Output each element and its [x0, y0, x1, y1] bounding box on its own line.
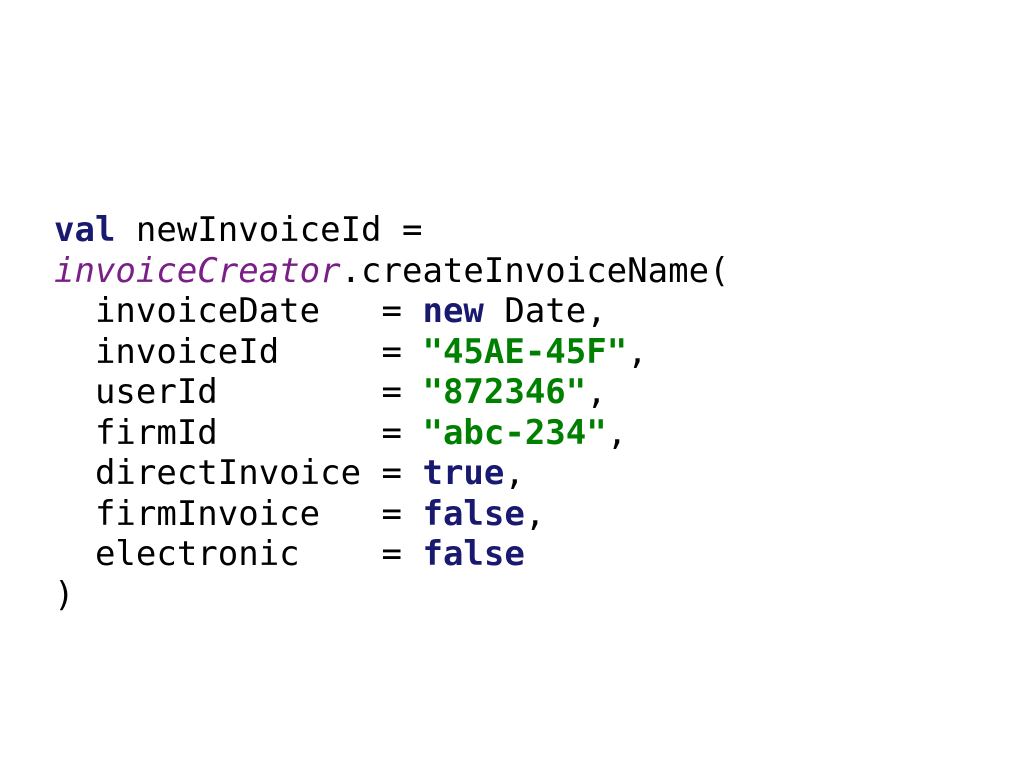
code-token-plain: invoiceId =	[54, 331, 423, 372]
code-line: firmInvoice = false,	[54, 494, 730, 535]
code-line: invoiceCreator.createInvoiceName(	[54, 251, 730, 292]
code-token-plain: )	[54, 574, 75, 615]
code-token-boolean: false	[422, 534, 525, 574]
code-snippet: val newInvoiceId =invoiceCreator.createI…	[54, 210, 730, 615]
code-line: invoiceId = "45AE-45F",	[54, 332, 730, 373]
code-token-plain: ,	[586, 372, 607, 412]
code-token-boolean: false	[422, 493, 525, 534]
code-line: )	[54, 575, 730, 616]
code-token-string: "abc-234"	[422, 412, 607, 453]
code-token-plain: userId =	[54, 372, 423, 412]
code-token-boolean: true	[422, 453, 505, 493]
code-line: userId = "872346",	[54, 372, 730, 413]
code-token-string: "872346"	[422, 372, 587, 412]
code-token-plain: ,	[504, 453, 525, 493]
code-token-plain: ,	[627, 331, 648, 372]
code-token-plain: .createInvoiceName(	[340, 250, 730, 291]
code-token-string: "45AE-45F"	[422, 331, 628, 372]
code-token-plain: electronic =	[54, 534, 423, 574]
code-line: firmId = "abc-234",	[54, 413, 730, 454]
code-token-plain: firmInvoice =	[54, 493, 423, 534]
code-token-keyword: new	[422, 291, 484, 331]
code-token-plain: Date,	[483, 291, 607, 331]
code-token-plain: ,	[524, 493, 546, 534]
code-token-plain: firmId =	[54, 412, 423, 453]
code-token-plain: ,	[606, 412, 628, 453]
code-token-plain: invoiceDate =	[54, 291, 423, 331]
code-line: invoiceDate = new Date,	[54, 291, 730, 332]
code-token-plain: newInvoiceId =	[115, 210, 423, 250]
code-token-keyword: val	[54, 210, 116, 250]
code-line: electronic = false	[54, 534, 730, 575]
code-line: val newInvoiceId =	[54, 210, 730, 251]
code-line: directInvoice = true,	[54, 453, 730, 494]
code-token-plain: directInvoice =	[54, 453, 423, 493]
code-token-identifier-italic: invoiceCreator	[54, 250, 341, 291]
